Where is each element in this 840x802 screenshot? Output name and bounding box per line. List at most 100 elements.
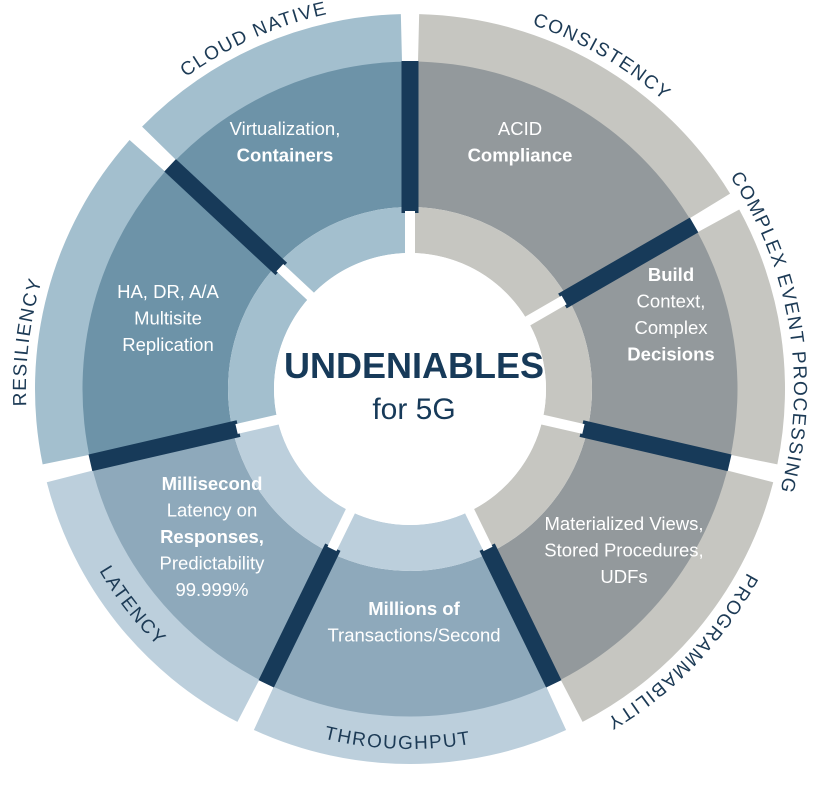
bold-text: Containers (237, 145, 334, 166)
regular-text: Replication (122, 334, 214, 355)
inner-band-complex-event-processing (527, 298, 592, 430)
outer-band-consistency (417, 14, 731, 219)
ring-layer (35, 10, 785, 764)
inner-band-programmability (469, 419, 588, 553)
outer-gap (241, 683, 269, 731)
middle-band-complex-event-processing (567, 225, 738, 463)
segment-divider (579, 420, 732, 472)
outer-band-complex-event-processing (697, 209, 785, 465)
inner-gap (327, 505, 357, 552)
regular-text: UDFs (600, 566, 647, 587)
inner-gap (463, 505, 493, 552)
segment-consistency (410, 14, 731, 321)
regular-text: Complex (635, 317, 709, 338)
middle-band-resiliency (82, 165, 277, 463)
segment-text-line: Latency on (167, 500, 258, 521)
outer-band-programmability (560, 470, 774, 722)
inner-band-latency (232, 419, 351, 553)
segment-text-line: Containers (237, 145, 334, 166)
segment-text-consistency: ACID Compliance (468, 118, 573, 166)
segment-text-line: Materialized Views, (544, 513, 703, 534)
regular-text: Latency on (167, 500, 258, 521)
center-subtitle: for 5G (372, 393, 455, 426)
bold-text: Millions of (368, 598, 460, 619)
inner-band-resiliency (227, 264, 311, 430)
regular-text: HA, DR, A/A (117, 281, 219, 302)
middle-band-throughput (266, 552, 554, 717)
inner-gap (537, 413, 585, 434)
segment-text-line: Context, (637, 291, 706, 312)
segment-text-line: Compliance (468, 145, 573, 166)
segment-text-programmability: Materialized Views, Stored Procedures, UDF… (544, 513, 703, 587)
segment-text-line: Virtualization, (230, 118, 341, 139)
segment-text-line: Millisecond (162, 473, 263, 494)
segment-programmability (469, 419, 774, 722)
regular-text: Virtualization, (230, 118, 341, 139)
outer-band-cloud-native (142, 14, 403, 161)
segment-text-line: Stored Procedures, (544, 540, 703, 561)
segment-text-line: Multisite (134, 308, 202, 329)
inner-gap (521, 295, 567, 328)
segment-resiliency (35, 140, 311, 465)
segment-text-line: Transactions/Second (327, 625, 500, 646)
bold-text: Responses, (160, 526, 264, 547)
segment-text-throughput: Millions of Transactions/Second (327, 598, 500, 646)
center-title: UNDENIABLES (284, 345, 544, 386)
regular-text: Multisite (134, 308, 202, 329)
regular-text: Context, (637, 291, 706, 312)
segment-text-line: Complex (635, 317, 709, 338)
segment-divider (258, 543, 341, 688)
inner-band-cloud-native (276, 207, 410, 297)
regular-text: ACID (498, 118, 542, 139)
outer-band-resiliency (35, 140, 166, 465)
segment-text-line: 99.999% (175, 579, 248, 600)
segment-text-layer: Virtualization, Containers ACID ComplianceB… (117, 118, 715, 646)
inner-gap (276, 263, 317, 303)
segment-throughput (253, 511, 567, 764)
outer-gap (551, 683, 579, 731)
segment-divider (88, 420, 241, 472)
middle-band-consistency (410, 61, 694, 298)
outer-band-latency (46, 470, 260, 722)
inner-band-throughput (330, 511, 490, 571)
middle-band-programmability (489, 429, 730, 684)
inner-band-consistency (410, 207, 568, 321)
outer-band-throughput (253, 686, 567, 764)
regular-text: Materialized Views, (544, 513, 703, 534)
outer-gap (729, 460, 780, 478)
segment-latency (46, 419, 351, 722)
segment-divider (479, 543, 562, 688)
segment-text-line: ACID (498, 118, 542, 139)
segment-text-line: Build (648, 264, 694, 285)
segment-text-line: Responses, (160, 526, 264, 547)
regular-text: 99.999% (175, 579, 248, 600)
regular-text: Stored Procedures, (544, 540, 703, 561)
outer-gap (693, 196, 740, 228)
bold-text: Compliance (468, 145, 573, 166)
segment-divider (164, 159, 288, 276)
segment-text-cloud-native: Virtualization, Containers (230, 118, 341, 166)
outer-gap (130, 128, 172, 167)
segment-text-line: Predictability (160, 553, 266, 574)
segment-text-line: UDFs (600, 566, 647, 587)
regular-text: Transactions/Second (327, 625, 500, 646)
center-disc (274, 253, 546, 525)
divider-layer (88, 61, 732, 688)
bold-text: Decisions (627, 344, 714, 365)
middle-band-latency (90, 429, 331, 684)
segment-text-line: Decisions (627, 344, 714, 365)
segment-text-line: Millions of (368, 598, 460, 619)
outer-gap (40, 460, 91, 478)
segment-complex-event-processing (527, 209, 785, 465)
inner-gap (235, 413, 283, 434)
regular-text: Predictability (160, 553, 266, 574)
segment-divider (558, 217, 699, 309)
bold-text: Build (648, 264, 694, 285)
segment-text-line: Replication (122, 334, 214, 355)
segment-text-line: HA, DR, A/A (117, 281, 219, 302)
